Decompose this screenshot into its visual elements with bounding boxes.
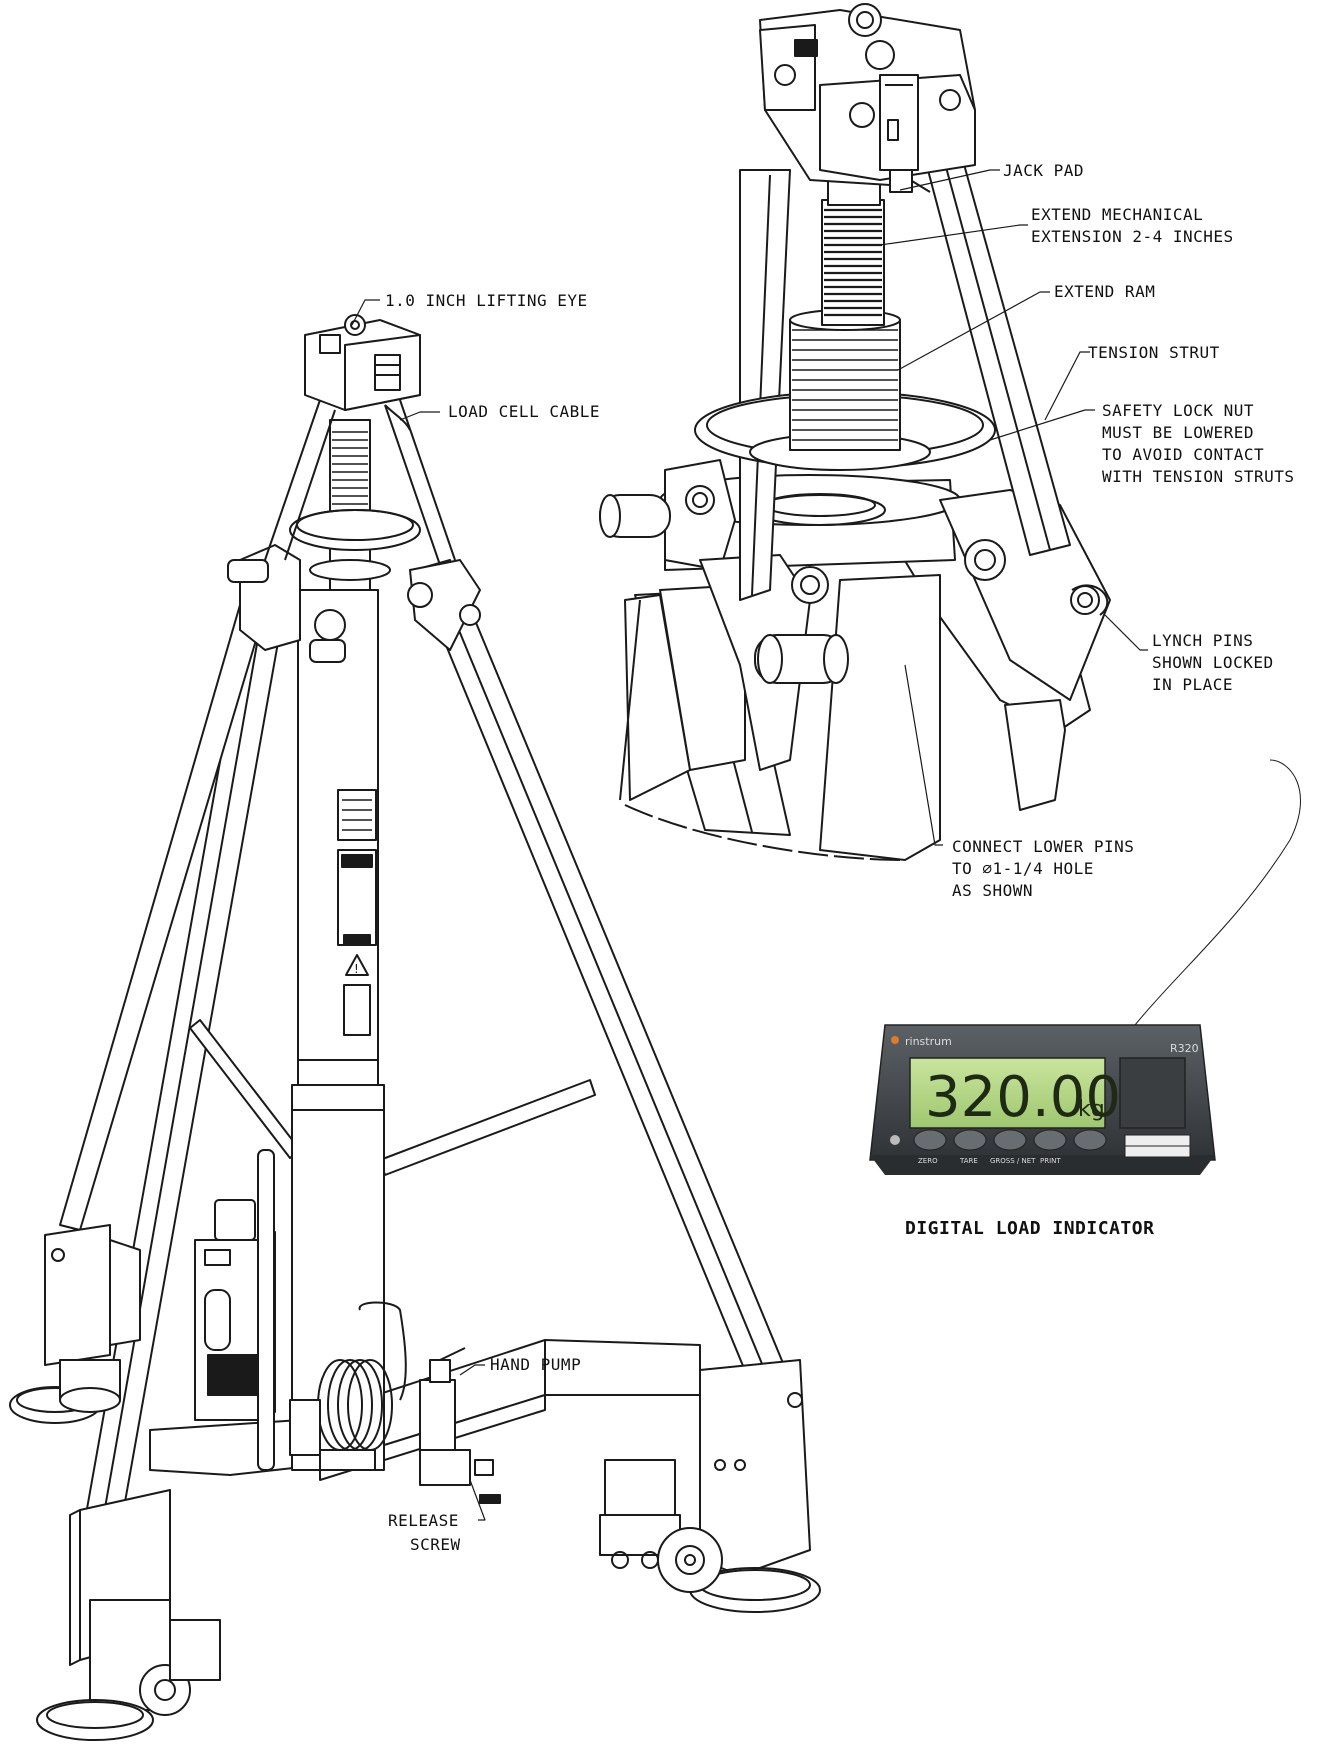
label-safety-2: MUST BE LOWERED — [1102, 423, 1254, 442]
label-load-cell-cable: LOAD CELL CABLE — [448, 402, 600, 421]
label-lynch-3: IN PLACE — [1152, 675, 1234, 694]
label-extend-mechanical-2: EXTENSION 2-4 INCHES — [1031, 227, 1234, 246]
label-extend-mechanical-1: EXTEND MECHANICAL — [1031, 205, 1204, 224]
label-lifting-eye: 1.0 INCH LIFTING EYE — [385, 291, 588, 310]
indicator-model: R320 — [1170, 1042, 1199, 1055]
label-digital-load-indicator: DIGITAL LOAD INDICATOR — [905, 1218, 1155, 1239]
svg-text:GROSS / NET: GROSS / NET — [990, 1157, 1036, 1165]
label-connect-2: TO ∅1-1/4 HOLE — [952, 859, 1094, 878]
label-extend-ram: EXTEND RAM — [1054, 282, 1156, 301]
svg-text:TARE: TARE — [959, 1157, 978, 1165]
svg-text:!: ! — [354, 962, 359, 976]
digital-load-indicator-device: rinstrum R320 320.000 kg ZERO TARE GROSS… — [869, 1024, 1216, 1175]
indicator-unit: kg — [1078, 1097, 1105, 1122]
label-lynch-2: SHOWN LOCKED — [1152, 653, 1274, 672]
detail-view — [599, 3, 1111, 861]
label-safety-4: WITH TENSION STRUTS — [1102, 467, 1295, 486]
svg-text:ZERO: ZERO — [918, 1157, 938, 1165]
label-connect-1: CONNECT LOWER PINS — [952, 837, 1135, 856]
indicator-brand: rinstrum — [905, 1035, 952, 1048]
label-release-2: SCREW — [410, 1535, 461, 1554]
indicator-reading: 320.000 — [925, 1065, 1157, 1130]
label-hand-pump: HAND PUMP — [490, 1355, 582, 1374]
label-safety-1: SAFETY LOCK NUT — [1102, 401, 1254, 420]
label-safety-3: TO AVOID CONTACT — [1102, 445, 1265, 464]
main-jack-tripod: ! — [9, 314, 821, 1741]
label-release-1: RELEASE — [388, 1511, 459, 1530]
label-tension-strut: TENSION STRUT — [1088, 343, 1220, 362]
label-lynch-1: LYNCH PINS — [1152, 631, 1254, 650]
indicator-buttons: ZERO TARE GROSS / NET PRINT — [890, 1129, 1107, 1165]
leader-lines — [351, 169, 1301, 1521]
label-jack-pad: JACK PAD — [1003, 161, 1085, 180]
svg-text:PRINT: PRINT — [1040, 1157, 1061, 1165]
label-connect-3: AS SHOWN — [952, 881, 1034, 900]
